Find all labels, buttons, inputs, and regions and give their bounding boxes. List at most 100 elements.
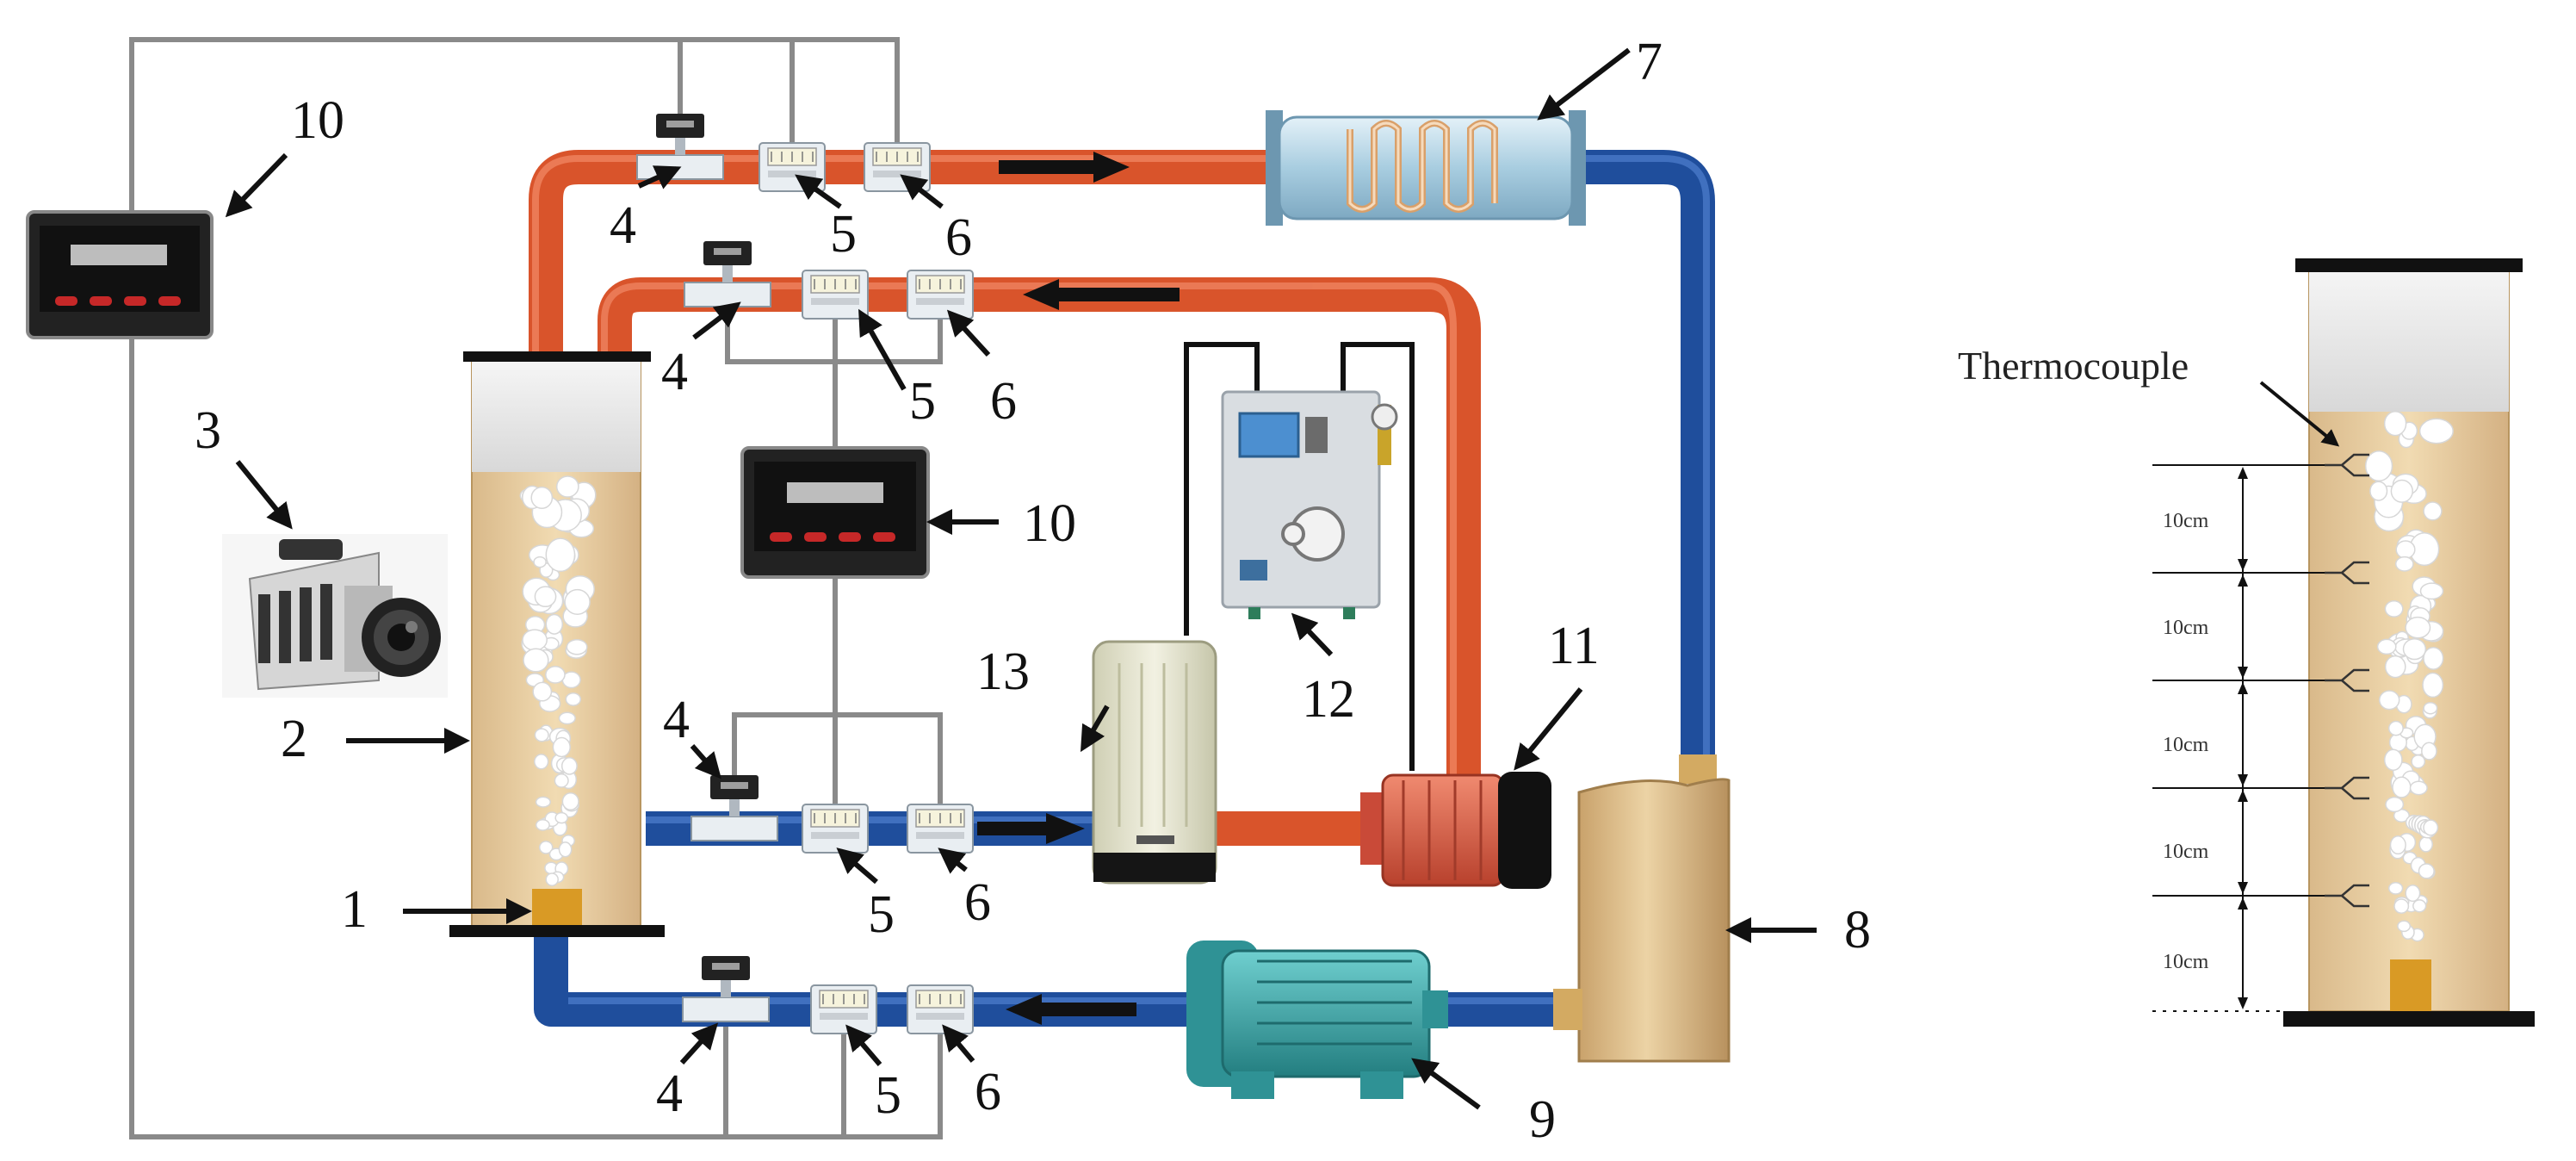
- bubble: [2383, 748, 2403, 772]
- label-heat-exchanger: 7: [1636, 33, 1663, 91]
- bubble: [2419, 582, 2444, 600]
- label-gauge-mid: 5: [868, 885, 895, 944]
- bubble: [522, 629, 548, 651]
- spacing-label-4: 10cm: [2163, 841, 2209, 863]
- bubble: [2423, 819, 2439, 836]
- pump: [1186, 941, 1448, 1099]
- bubble: [530, 486, 554, 509]
- bubble-generator: [532, 889, 582, 925]
- spacing-label-5: 10cm: [2163, 951, 2209, 973]
- bubble: [2393, 898, 2410, 914]
- thermocouple-probes: [2325, 453, 2369, 908]
- component-labels: 10 7 10 3 2 1 11 12 13 8 9 4 5 6 4 5 6 4…: [195, 33, 1871, 1149]
- bubble: [2402, 637, 2427, 661]
- bubble: [2423, 646, 2444, 670]
- label-tank: 8: [1844, 901, 1871, 959]
- bubble: [561, 792, 579, 811]
- bubble: [534, 728, 549, 742]
- label-controller-center: 10: [1023, 494, 1076, 553]
- bubble: [2418, 418, 2454, 444]
- label-heater: 11: [1548, 617, 1600, 675]
- bubble-column: [449, 351, 665, 937]
- pressure-gauge: [810, 984, 877, 1034]
- controller-center: [740, 446, 930, 579]
- label-column: 2: [281, 710, 307, 768]
- bubble: [2385, 796, 2405, 813]
- bubble: [2376, 638, 2397, 655]
- label-pump: 9: [1529, 1090, 1556, 1149]
- label-arrows: [225, 47, 1817, 1110]
- bubble: [2390, 479, 2413, 503]
- bubble: [2418, 863, 2435, 879]
- bubble: [2423, 701, 2438, 715]
- label-bubble-generator: 1: [341, 880, 368, 939]
- bubble: [2405, 616, 2431, 639]
- bubble: [2423, 501, 2443, 521]
- measurement-scale: [2152, 464, 2342, 1012]
- spacing-label-1: 10cm: [2163, 510, 2209, 532]
- bubble: [565, 692, 582, 706]
- bubble: [2418, 835, 2433, 853]
- bubble: [2383, 411, 2407, 437]
- label-controller-left: 10: [291, 91, 344, 150]
- bubble: [2387, 882, 2404, 895]
- bubble: [535, 796, 551, 808]
- bubble: [532, 681, 553, 702]
- flowmeter: [636, 114, 724, 180]
- label-thermo-upper: 6: [990, 372, 1017, 431]
- bubble: [555, 475, 579, 498]
- bubble: [2364, 450, 2393, 482]
- bubble: [2421, 742, 2437, 761]
- bubble: [545, 872, 559, 886]
- detail-bubble-generator: [2390, 959, 2431, 1011]
- heater: [1360, 772, 1551, 889]
- detail-column: Thermocouple 10cm 10cm 10cm 10cm 10cm: [1958, 258, 2535, 1027]
- bubble: [533, 556, 547, 568]
- label-flowmeter-bottom: 4: [656, 1065, 683, 1123]
- thermocouple-label: Thermocouple: [1958, 344, 2189, 388]
- heat-exchanger: [1266, 110, 1586, 226]
- label-flowmeter-top: 4: [610, 196, 636, 255]
- label-water-heater: 13: [976, 643, 1030, 701]
- controller-left: [26, 210, 214, 339]
- bubble: [560, 757, 578, 775]
- hot-pipes: [529, 150, 1481, 846]
- label-thermo-mid: 6: [964, 873, 991, 932]
- bubble: [2392, 776, 2412, 798]
- bubble: [2405, 885, 2421, 903]
- flow-arrows: [977, 152, 1180, 1025]
- bubble: [545, 666, 566, 684]
- bubble: [2394, 556, 2414, 572]
- thermometer: [864, 142, 931, 192]
- bubble: [545, 613, 564, 635]
- thermometer: [907, 984, 974, 1034]
- label-gauge-bottom: 5: [875, 1066, 901, 1125]
- label-gauge-upper: 5: [909, 372, 936, 431]
- bubble: [2411, 754, 2426, 769]
- bubble: [523, 648, 549, 673]
- bubble: [534, 586, 557, 608]
- spacing-label-2: 10cm: [2163, 617, 2209, 639]
- bubble: [2387, 720, 2404, 736]
- pressure-gauge: [759, 142, 826, 192]
- pressure-gauge: [802, 804, 869, 854]
- flowmeter: [690, 775, 778, 841]
- bubble: [535, 819, 550, 831]
- flowmeter: [684, 241, 771, 307]
- bubble: [2395, 540, 2416, 559]
- bubble: [2422, 672, 2444, 698]
- bubble: [2389, 835, 2406, 855]
- pressure-gauge: [802, 270, 869, 320]
- bubble: [558, 841, 573, 858]
- bubble: [545, 537, 576, 573]
- thermometer: [907, 270, 974, 320]
- control-cabinet: [1221, 390, 1398, 619]
- label-gauge-top: 5: [830, 205, 857, 264]
- bubble: [534, 754, 549, 770]
- label-thermo-bottom: 6: [975, 1063, 1001, 1121]
- water-tank: [1553, 754, 1731, 1063]
- signal-wires: [129, 37, 943, 1139]
- bubble: [564, 588, 591, 615]
- bubble: [566, 638, 588, 655]
